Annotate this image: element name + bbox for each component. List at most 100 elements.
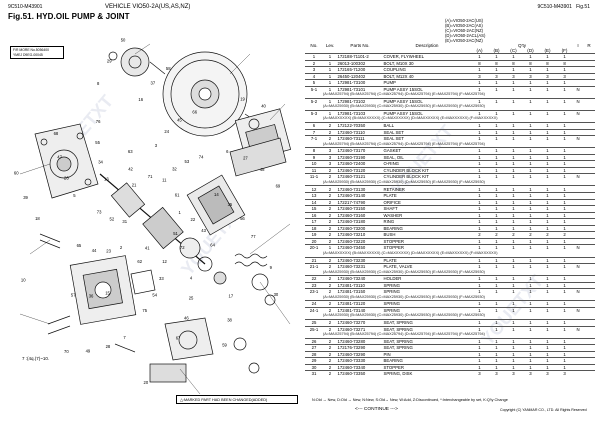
col-lev: Lev. [325,43,335,48]
row-qty: 1 [556,97,574,105]
row-qty: 1 [522,53,539,61]
row-qty: 3 [471,72,488,80]
row-qty: 1 [471,325,488,333]
row-qty: 8 [505,59,522,67]
callout-number: 25 [189,295,194,300]
callout-number: 1 [179,210,182,215]
row-qty: 1 [488,53,505,61]
row-part-no: 172460-72400 [337,160,383,168]
row-description: SPRING, DISK [383,370,471,377]
callout-number: 55 [95,140,100,145]
row-qty: 1 [505,122,522,130]
row-part-no: 172176-73290 [337,344,383,352]
row-r [583,85,596,93]
row-qty: 1 [539,363,556,371]
row-qty: 1 [539,122,556,130]
row-i [573,363,584,371]
serial-note-row: (A=MAX25930) (B=MAX25930) (C=MAX25930) (… [305,180,595,186]
row-qty: 1 [488,319,505,327]
row-no: 24-1 [305,306,323,314]
callout-number: 73 [97,209,102,214]
row-description: PLATE, VALVE [383,263,471,270]
row-qty: 1 [556,275,574,283]
row-qty: 1 [471,224,488,232]
row-description: BOLT, M10X 30 [383,59,471,67]
row-qty: 3 [522,72,539,80]
row-qty: 1 [522,122,539,130]
row-qty: 3 [488,72,505,80]
callout-number: 7 [123,335,126,340]
row-lev: 3 [323,153,337,161]
row-qty: 1 [522,300,539,308]
row-part-no: 172460-73280 [337,337,383,345]
row-part-no: 172460-73230 [337,256,383,264]
callout-number: 9 [270,265,273,270]
row-qty: 1 [505,166,522,174]
row-qty: 1 [556,237,574,245]
exploded-diagram: 1234567891011121314151617181920212223242… [14,38,292,395]
row-i: N [573,85,584,93]
row-r [583,166,596,174]
row-i [573,166,584,174]
row-qty: 1 [522,66,539,74]
row-qty: 1 [505,147,522,155]
serial-note-row: (A=MAX25794) (B=MAX25794) (C=MAX25794) (… [305,332,595,338]
row-description: PUMP ASSY 15SOL [383,109,471,117]
serial-note: (A=MAX25794) (B=MAX25794) (C=MAX25794) (… [323,92,485,97]
callout-number: 62 [137,259,142,264]
row-lev: 1 [323,59,337,67]
row-qty: 1 [471,363,488,371]
row-qty: 1 [488,153,505,161]
row-lev: 2 [323,325,337,333]
changed-note: △:MARKED PART HAD BEEN CHANGED(ADDED) [176,395,298,404]
row-qty: 1 [505,153,522,161]
row-description: SEAL SET [383,135,471,142]
row-qty: 1 [522,160,539,168]
row-part-no: 172481-73140 [337,306,383,314]
row-description: PLATE [383,192,471,200]
row-lev: 2 [323,256,337,264]
row-qty: 1 [488,79,505,87]
row-description: SHAFT [383,205,471,213]
row-qty: 1 [471,306,488,314]
row-qty: 1 [488,205,505,213]
callout-number: 59 [222,342,227,347]
callout-number: 17 [229,294,234,299]
row-qty: 1 [471,128,488,136]
row-qty: 1 [488,244,505,251]
row-qty: 3 [488,370,505,377]
callout-number: 54 [152,293,157,298]
row-qty: 1 [488,224,505,232]
row-qty: 2 [488,231,505,239]
row-qty: 1 [556,357,574,365]
col-parts-no: Parts No. [350,43,370,48]
row-qty: 1 [522,211,539,219]
row-no: 18 [305,224,323,232]
callout-number: 24 [164,129,169,134]
row-lev: 2 [323,128,337,136]
row-description: STOPPER [383,363,471,371]
row-qty: 1 [522,198,539,206]
row-i [573,281,584,289]
row-part-no: 172217-74790 [337,198,383,206]
row-no: 27 [305,344,323,352]
row-qty: 1 [488,135,505,142]
row-qty: 1 [522,192,539,200]
row-lev: 2 [323,122,337,130]
row-description: SEAT, SPRING [383,325,471,333]
row-qty: 1 [488,198,505,206]
row-qty: 1 [556,344,574,352]
row-qty: 1 [539,288,556,295]
row-qty: 3 [505,370,522,377]
row-i [573,300,584,308]
row-qty: 1 [471,122,488,130]
row-lev: 2 [323,370,337,377]
row-r [583,97,596,105]
row-part-no: 172460-73130 [337,185,383,193]
